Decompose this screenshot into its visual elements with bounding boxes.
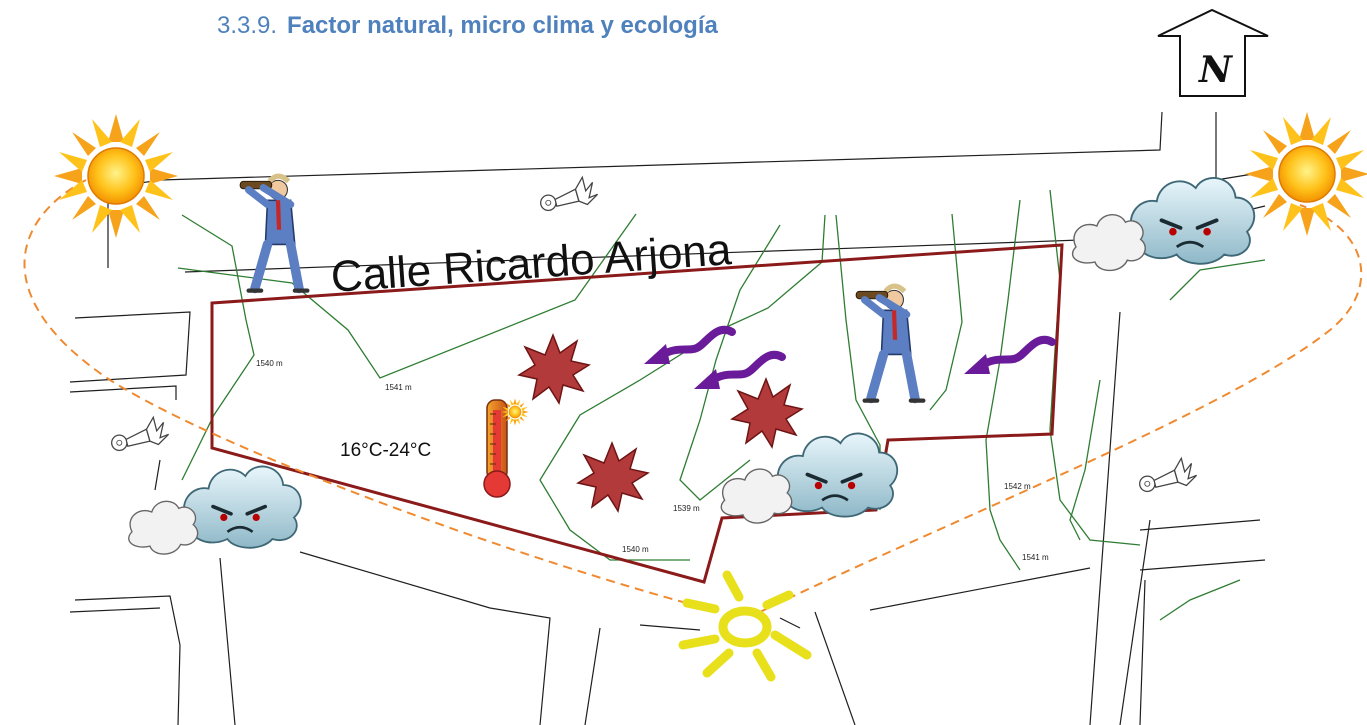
street-name-label: Calle Ricardo Arjona — [329, 225, 733, 302]
street-line — [219, 557, 236, 725]
contour-label: 1540 m — [622, 545, 649, 554]
contour-line — [1159, 579, 1241, 621]
section-number: 3.3.9. — [217, 12, 278, 39]
street-line — [1215, 112, 1266, 181]
contour-line — [929, 213, 963, 411]
street-line — [1139, 579, 1146, 725]
street-line — [74, 595, 181, 725]
noise-burst-icon — [577, 442, 649, 512]
street-line — [184, 239, 1081, 273]
street-outlines — [69, 111, 1266, 725]
noise-horn-icon — [1139, 457, 1198, 493]
street-line — [639, 624, 701, 631]
street-line — [584, 627, 601, 725]
sun-path-east — [759, 204, 1363, 613]
contour-line — [1069, 379, 1101, 541]
noise-horn-icon — [111, 416, 170, 452]
street-line — [1139, 519, 1261, 531]
contour-label: 1539 m — [673, 504, 700, 513]
north-arrow-label: N — [1198, 49, 1234, 91]
street-line — [69, 311, 191, 383]
sun-icon — [678, 570, 812, 682]
street-line — [69, 385, 177, 400]
wind-cloud-icon — [126, 464, 303, 556]
thermometer-icon — [483, 398, 529, 498]
wind-cloud-icon — [1070, 176, 1257, 273]
sun-icon — [53, 113, 179, 239]
observer-icon — [856, 286, 923, 400]
street-line — [779, 617, 801, 629]
contour-line — [985, 199, 1021, 571]
street-line — [299, 551, 551, 725]
wind-arrow-icon — [644, 330, 732, 364]
noise-burst-icon — [731, 378, 803, 448]
street-line — [154, 459, 161, 491]
street-line — [814, 611, 856, 725]
contour-label: 1542 m — [1004, 482, 1031, 491]
wind-arrow-icon — [964, 340, 1052, 374]
street-line — [1119, 519, 1151, 725]
contour-label: 1541 m — [1022, 553, 1049, 562]
contour-label: 1540 m — [256, 359, 283, 368]
wind-arrow-icon — [694, 355, 782, 389]
site-boundary — [210, 243, 1064, 584]
contour-line — [1169, 259, 1266, 301]
street-line — [1139, 559, 1266, 571]
section-title: Factor natural, micro clima y ecología — [287, 12, 718, 39]
contour-line — [679, 224, 781, 501]
noise-horn-icon — [540, 176, 599, 212]
section-heading: 3.3.9. Factor natural, micro clima y ecol… — [217, 12, 718, 40]
sun-icon — [1244, 111, 1367, 237]
north-arrow-icon: N — [1157, 8, 1269, 97]
temperature-range-label: 16°C-24°C — [340, 440, 431, 461]
contour-line — [539, 214, 826, 561]
observer-icon — [240, 176, 307, 290]
street-line — [1089, 311, 1121, 725]
street-line — [69, 607, 161, 613]
sun-path-west — [23, 179, 721, 613]
contour-line — [177, 213, 637, 379]
contour-lines — [177, 189, 1266, 621]
street-line — [869, 567, 1091, 611]
noise-burst-icon — [518, 334, 590, 404]
contour-line — [181, 214, 255, 481]
contour-label: 1541 m — [385, 383, 412, 392]
